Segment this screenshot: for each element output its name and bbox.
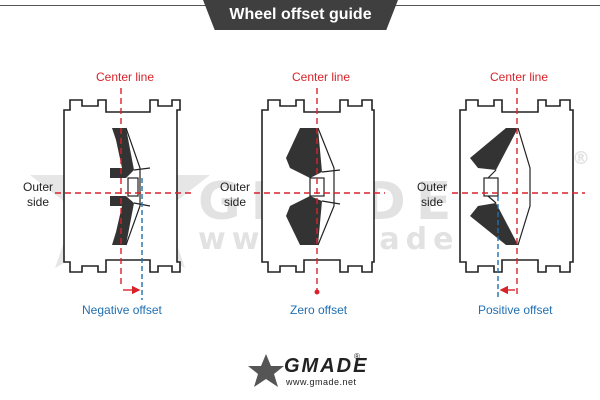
outer-side-label-1-line-2: side [26, 195, 49, 209]
logo-brand: GMADE [284, 355, 369, 377]
hub-lower [110, 196, 134, 245]
wheel-panel-negative [55, 88, 195, 300]
logo-registered-mark: ® [354, 352, 360, 361]
spoke-lines [487, 127, 531, 246]
offset-point-2 [314, 289, 320, 295]
wheel-panel-zero [254, 88, 385, 296]
rim-outline [63, 99, 181, 273]
hub-center [483, 177, 499, 197]
outer-side-label-2: Outer side [215, 180, 255, 210]
title-bar: Wheel offset guide [0, 0, 600, 35]
outer-side-label-1: Outer side [18, 180, 58, 210]
outer-side-label-1-line-1: Outer [22, 180, 53, 194]
spoke-lines [317, 127, 341, 246]
outer-side-label-3-line-2: side [420, 195, 443, 209]
footer-logo: GMADE ® www.gmade.net [246, 352, 366, 392]
offset-label-zero: Zero offset [290, 303, 348, 317]
logo-url: www.gmade.net [286, 377, 357, 387]
wheel-panel-positive [452, 88, 585, 300]
center-line-label-2: Center line [292, 70, 351, 84]
watermark-registered-mark: ® [572, 148, 590, 169]
outer-side-label-2-line-2: side [223, 195, 246, 209]
outer-side-label-2-line-1: Outer [219, 180, 250, 194]
center-line-label-3: Center line [490, 70, 549, 84]
hub-upper [286, 128, 322, 178]
hub-center [127, 177, 139, 197]
center-line-label-1: Center line [96, 70, 155, 84]
hub-upper [470, 128, 518, 170]
outer-side-label-3: Outer side [412, 180, 452, 210]
offset-label-positive: Positive offset [478, 303, 553, 317]
rim-outline [459, 99, 574, 273]
page-title: Wheel offset guide [203, 0, 398, 30]
hub-lower [286, 196, 322, 245]
hub-upper [110, 128, 134, 178]
outer-side-label-3-line-1: Outer [416, 180, 447, 194]
hub-lower [470, 203, 518, 245]
offset-label-negative: Negative offset [82, 303, 162, 317]
logo-star-icon [248, 354, 284, 387]
